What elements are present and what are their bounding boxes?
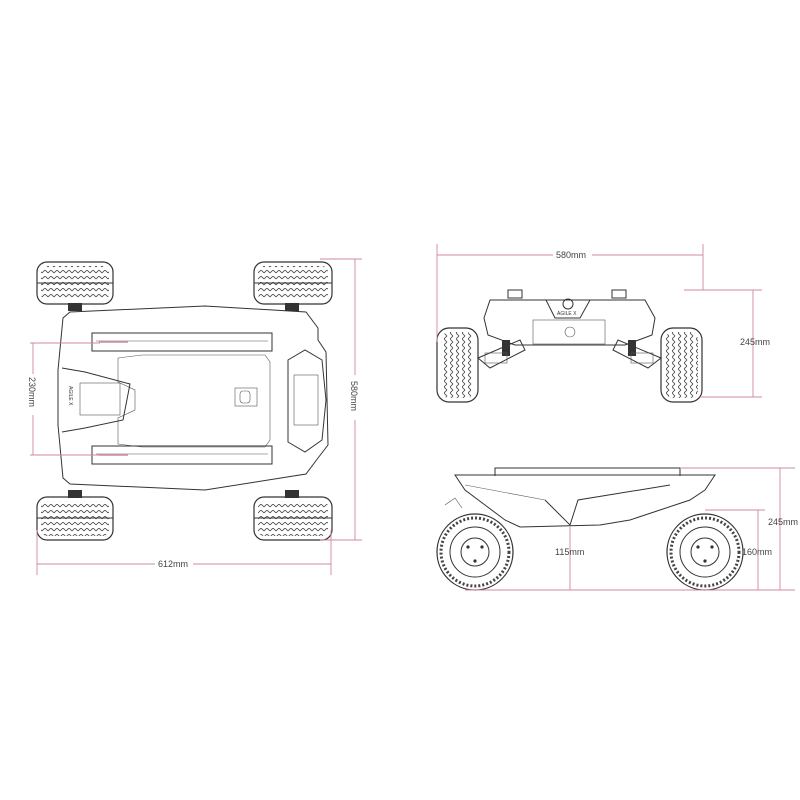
- wheel-front-left: [36, 261, 114, 305]
- side-body-line: [464, 484, 546, 501]
- dimension-ground-clearance: 115mm: [555, 527, 584, 590]
- dimension-wheel-diameter: 160mm: [705, 509, 772, 590]
- wheel-rear-left: [36, 496, 114, 541]
- motor-housing-left: [484, 352, 508, 364]
- rail-top: [91, 332, 273, 352]
- wheel-side-rear: [666, 513, 744, 591]
- label-ground-clearance: 115mm: [555, 547, 584, 557]
- rear-panel: [293, 374, 319, 426]
- front-view: AGILE X: [436, 289, 703, 403]
- wheel-rear-right: [253, 496, 333, 541]
- axle-mount: [285, 303, 299, 311]
- side-body-crease: [544, 484, 671, 526]
- dimension-rail-spacing: 230mm: [27, 342, 100, 456]
- top-view: AGILE X: [36, 261, 333, 541]
- axle-mount: [68, 303, 82, 311]
- top-deck-panel: [117, 354, 271, 448]
- top-mount-left: [507, 289, 523, 299]
- wheel-front-view-left: [436, 327, 479, 403]
- camera-housing: [545, 299, 591, 319]
- top-mount-right: [611, 289, 627, 299]
- label-top-width: 580mm: [349, 381, 359, 411]
- side-top-rail: [494, 467, 681, 476]
- chassis-body-front: [483, 299, 656, 346]
- axle-mount: [285, 490, 299, 498]
- chassis-body-side: [454, 474, 716, 528]
- label-length: 612mm: [158, 559, 188, 569]
- logo-front-view: AGILE X: [557, 311, 577, 317]
- label-wheel-diameter: 160mm: [742, 547, 772, 557]
- dimension-top-width: 580mm: [320, 258, 362, 541]
- logo-top-view: AGILE X: [67, 386, 73, 406]
- dimension-side-height: 245mm: [680, 467, 798, 590]
- front-nose-outline: [61, 367, 131, 433]
- dimension-length: 612mm: [36, 530, 332, 575]
- label-front-height: 245mm: [740, 337, 770, 347]
- deck-latch: [234, 387, 258, 407]
- wheel-front-right: [253, 261, 333, 305]
- label-front-width: 580mm: [556, 250, 586, 260]
- motor-housing-right: [630, 352, 654, 364]
- front-face-panel: [532, 319, 606, 345]
- label-side-height: 245mm: [768, 517, 798, 527]
- chassis-body-top: [57, 305, 329, 491]
- dimension-front-width: 580mm: [436, 244, 704, 342]
- suspension-arm-right: [612, 339, 662, 369]
- front-light: [564, 326, 576, 338]
- rear-bumper: [287, 349, 327, 453]
- camera-lens: [562, 298, 574, 310]
- front-panel: [79, 382, 121, 416]
- shock-absorber-left: [502, 340, 510, 356]
- front-bracket: [444, 497, 463, 509]
- shock-absorber-right: [628, 340, 636, 356]
- wheel-side-front: [436, 513, 514, 591]
- wheel-front-view-right: [660, 327, 703, 403]
- dimension-front-height: 245mm: [684, 289, 770, 398]
- side-view: [436, 467, 744, 591]
- label-rail-spacing: 230mm: [27, 377, 37, 407]
- rail-bottom: [91, 445, 273, 465]
- axle-mount: [68, 490, 82, 498]
- deck-latch-handle: [239, 390, 251, 404]
